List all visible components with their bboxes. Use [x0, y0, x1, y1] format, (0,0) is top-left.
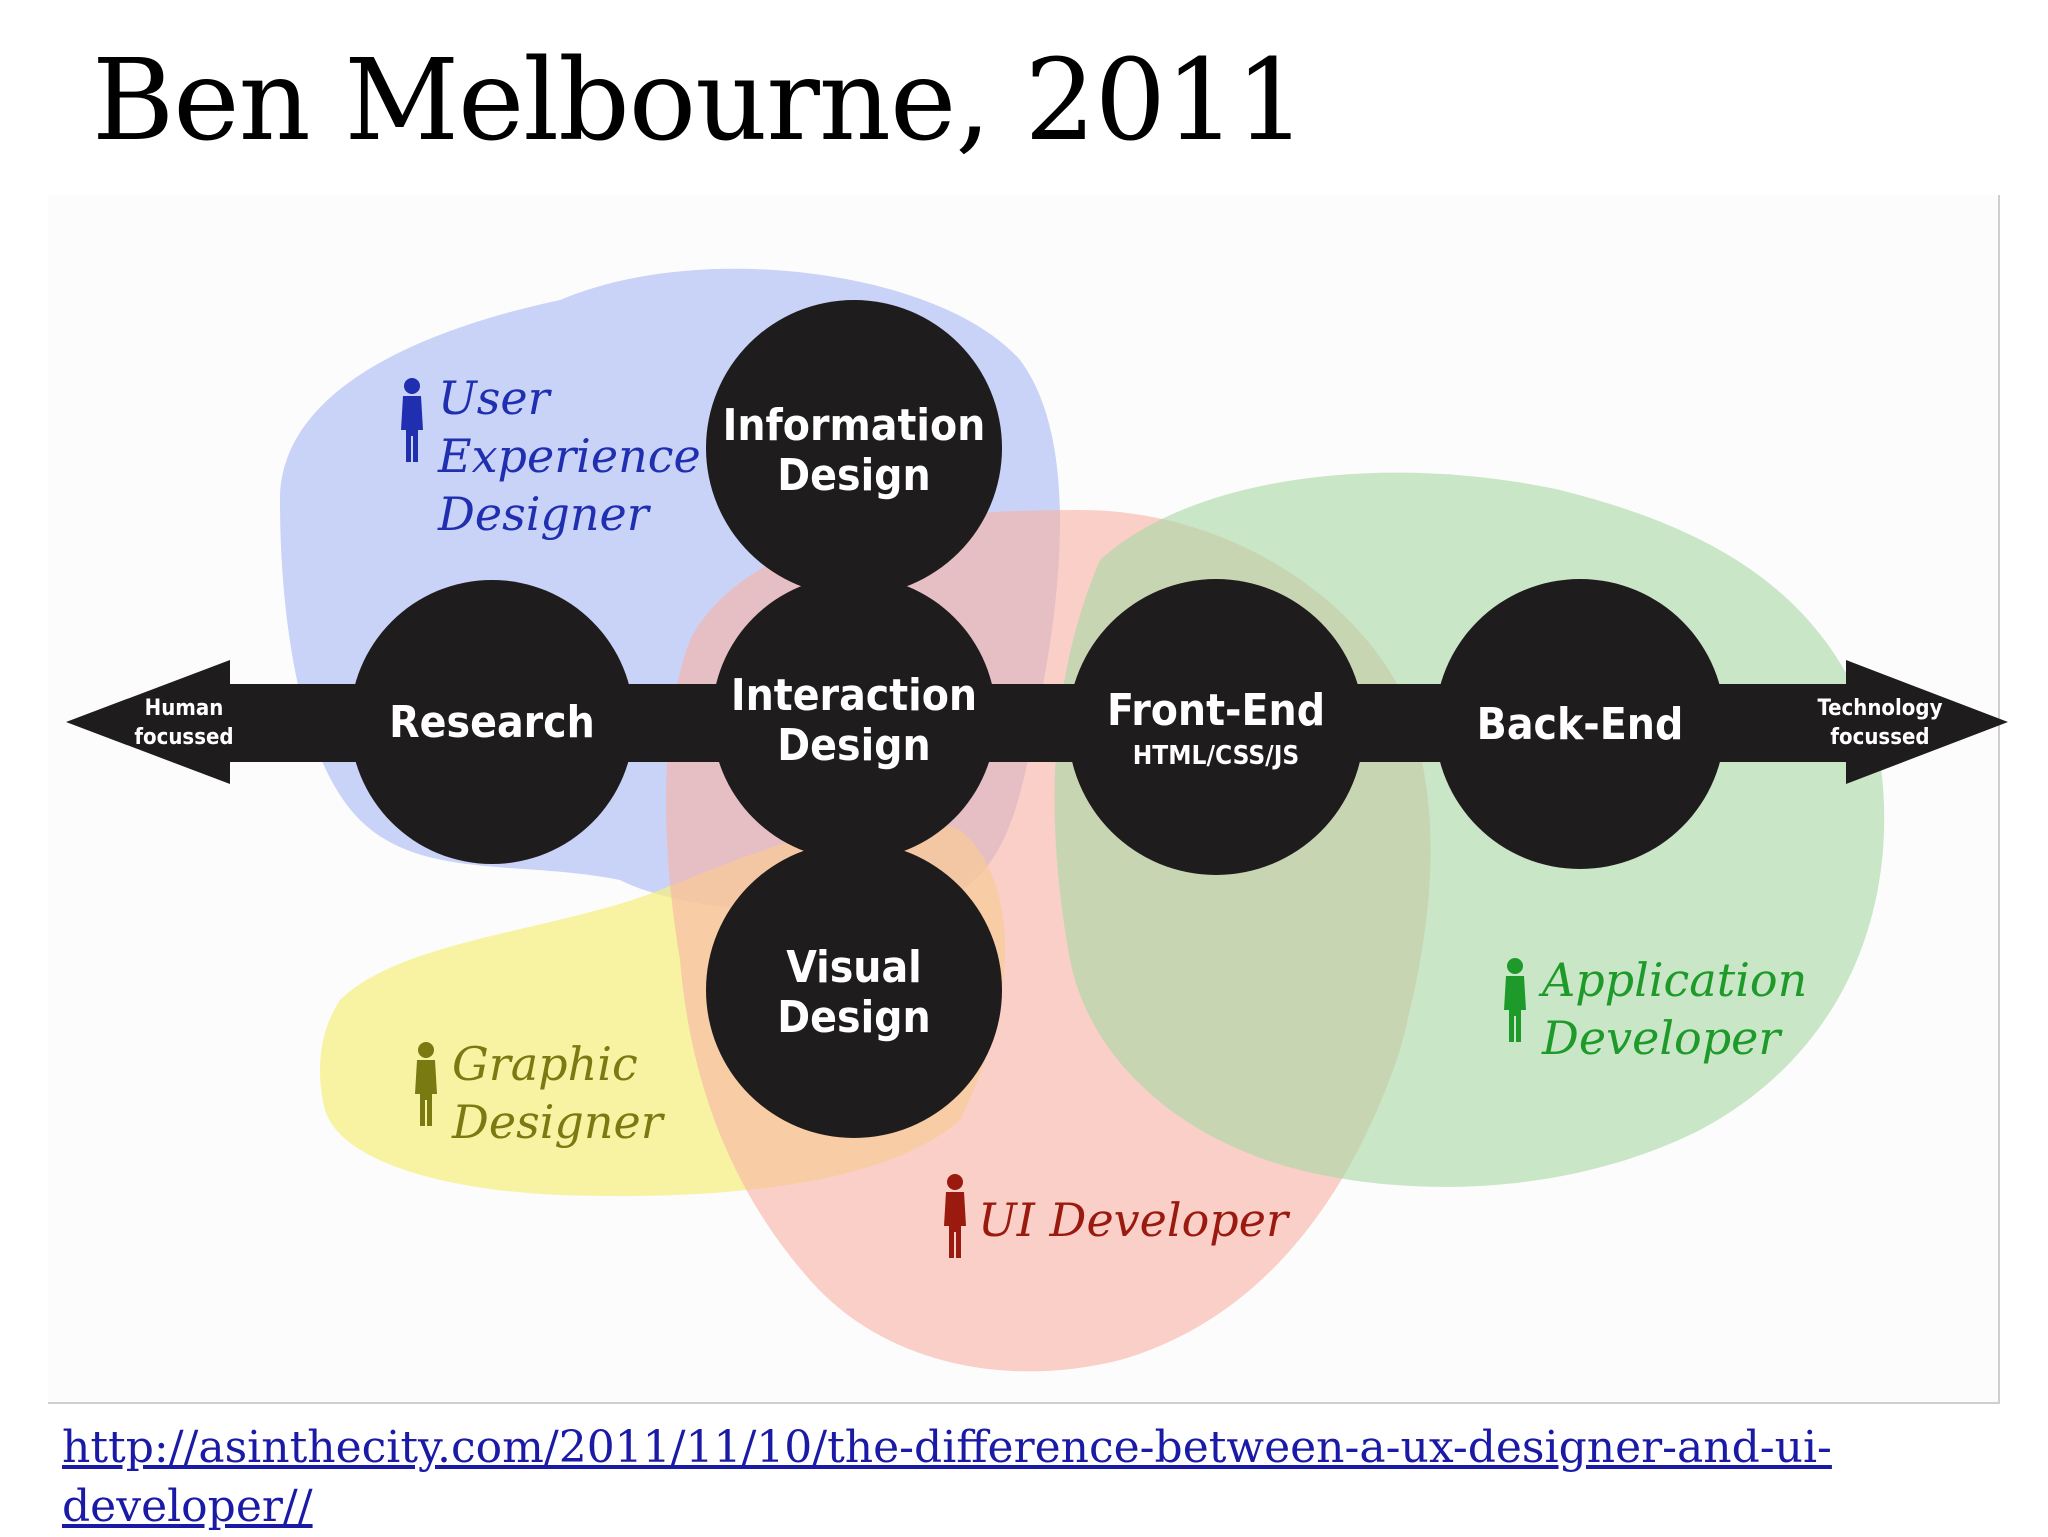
- application-developer-label-line2: Developer: [1541, 1011, 1783, 1065]
- application-developer-label-line1: Application: [1538, 953, 1807, 1007]
- interaction-design-label-line2: Design: [777, 720, 930, 771]
- front-end-sublabel: HTML/CSS/JS: [1133, 741, 1300, 771]
- ux-designer-label-line3: Designer: [437, 487, 652, 541]
- visual-design-label-line1: Visual: [786, 942, 921, 993]
- front-end-label: Front-End: [1107, 685, 1325, 736]
- ux-designer-label-line2: Experience: [437, 429, 701, 483]
- ui-developer-person-icon: [944, 1174, 966, 1258]
- information-design-label-line1: Information: [723, 400, 986, 451]
- axis-right-label-line2: focussed: [1830, 725, 1929, 750]
- disc-interaction-design: Interaction Design: [712, 576, 996, 860]
- back-end-label: Back-End: [1477, 699, 1684, 750]
- visual-design-label-line2: Design: [777, 992, 930, 1043]
- axis-right-label-line1: Technology: [1818, 696, 1943, 721]
- disc-front-end: Front-End HTML/CSS/JS: [1068, 579, 1364, 875]
- ux-designer-person-icon: [401, 378, 423, 462]
- information-design-label-line2: Design: [777, 450, 930, 501]
- research-label: Research: [389, 697, 595, 748]
- ui-developer-label: UI Developer: [978, 1193, 1291, 1247]
- ux-designer-label-line1: User: [438, 371, 553, 425]
- role-application-developer: Application Developer: [1504, 953, 1807, 1065]
- role-ui-developer: UI Developer: [944, 1174, 1291, 1258]
- graphic-designer-label-line1: Graphic: [452, 1037, 638, 1091]
- application-developer-person-icon: [1504, 958, 1526, 1042]
- slide-title: Ben Melbourne, 2011: [92, 36, 1307, 166]
- disc-research: Research: [350, 580, 634, 864]
- axis-left-label-line1: Human: [145, 696, 224, 721]
- role-ux-designer: User Experience Designer: [401, 371, 701, 541]
- axis-left-label-line2: focussed: [134, 725, 233, 750]
- source-link-line2[interactable]: developer//: [62, 1481, 313, 1533]
- graphic-designer-label-line2: Designer: [451, 1095, 666, 1149]
- graphic-designer-person-icon: [415, 1042, 437, 1126]
- disc-information-design: Information Design: [706, 300, 1002, 596]
- disc-back-end: Back-End: [1435, 579, 1725, 869]
- interaction-design-label-line1: Interaction: [731, 670, 977, 721]
- axis-right-arrowhead: [1846, 660, 2008, 784]
- disc-visual-design: Visual Design: [706, 842, 1002, 1138]
- axis-left-arrowhead: [66, 660, 230, 784]
- role-graphic-designer: Graphic Designer: [415, 1037, 666, 1149]
- source-link-line1[interactable]: http://asinthecity.com/2011/11/10/the-di…: [62, 1422, 1832, 1473]
- source-link[interactable]: http://asinthecity.com/2011/11/10/the-di…: [62, 1418, 1982, 1537]
